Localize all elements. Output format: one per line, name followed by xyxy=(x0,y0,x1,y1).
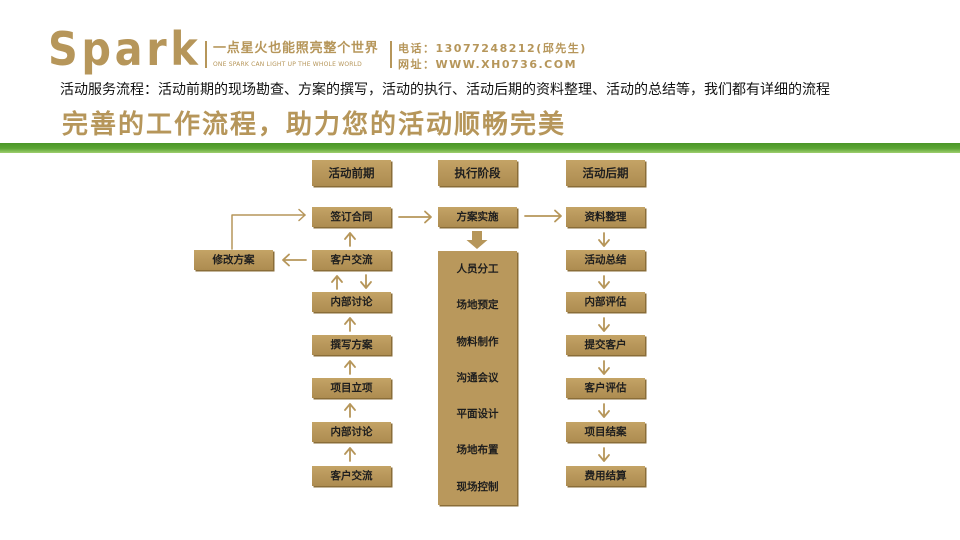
post-phase-header: 活动后期 xyxy=(566,160,645,186)
exec-task-venue-booking: 场地预定 xyxy=(456,299,499,312)
arrow-up-icon xyxy=(331,275,343,290)
page-title: 完善的工作流程，助力您的活动顺畅完美 xyxy=(62,110,567,140)
post-step-project-closure: 项目结案 xyxy=(566,422,645,442)
arrow-left-icon xyxy=(282,253,307,267)
arrow-up-icon xyxy=(344,232,356,247)
exec-task-communication-meeting: 沟通会议 xyxy=(456,371,499,384)
arrow-down-icon xyxy=(598,232,610,247)
execution-phase-header: 执行阶段 xyxy=(438,160,517,186)
block-arrow-down-icon xyxy=(466,231,488,249)
arrow-down-icon xyxy=(360,274,372,289)
arrow-down-icon xyxy=(598,317,610,332)
post-step-client-evaluation: 客户评估 xyxy=(566,378,645,398)
pre-step-client-communication-2: 客户交流 xyxy=(312,466,391,486)
exec-task-graphic-design: 平面设计 xyxy=(456,408,499,421)
arrow-right-icon xyxy=(298,208,306,222)
revise-proposal-box: 修改方案 xyxy=(194,250,273,270)
pre-step-write-proposal: 撰写方案 xyxy=(312,335,391,355)
arrow-down-icon xyxy=(598,360,610,375)
exec-task-list: 人员分工 场地预定 物料制作 沟通会议 平面设计 场地布置 现场控制 xyxy=(438,251,517,505)
pre-phase-header: 活动前期 xyxy=(312,160,391,186)
pre-step-sign-contract: 签订合同 xyxy=(312,207,391,227)
feedback-loop-arrow xyxy=(231,208,306,250)
green-divider-bar xyxy=(0,143,960,153)
intro-text: 活动服务流程：活动前期的现场勘查、方案的撰写，活动的执行、活动后期的资料整理、活… xyxy=(60,82,830,98)
exec-task-venue-setup: 场地布置 xyxy=(456,444,499,457)
exec-task-materials-production: 物料制作 xyxy=(456,335,499,348)
header-divider xyxy=(390,41,392,68)
pre-step-project-initiation: 项目立项 xyxy=(312,378,391,398)
pre-step-internal-discussion: 内部讨论 xyxy=(312,292,391,312)
arrow-right-icon xyxy=(524,209,562,223)
arrow-down-icon xyxy=(598,275,610,289)
arrow-up-icon xyxy=(344,360,356,375)
spark-logo: Spark xyxy=(48,22,202,76)
exec-task-staff-assignment: 人员分工 xyxy=(456,263,499,276)
exec-task-onsite-control: 现场控制 xyxy=(456,480,499,493)
arrow-right-icon xyxy=(398,210,432,224)
contact-phone: 电话：13077248212(邱先生) xyxy=(398,42,587,55)
post-step-cost-settlement: 费用结算 xyxy=(566,466,645,486)
arrow-up-icon xyxy=(344,447,356,462)
arrow-down-icon xyxy=(598,447,610,462)
slogan-cn: 一点星火也能照亮整个世界 xyxy=(213,41,379,56)
contact-website: 网址：WWW.XH0736.COM xyxy=(398,58,578,71)
slogan-en: ONE SPARK CAN LIGHT UP THE WHOLE WORLD xyxy=(213,61,362,68)
header-divider xyxy=(205,41,207,68)
exec-step-implement-plan: 方案实施 xyxy=(438,207,517,227)
arrow-up-icon xyxy=(344,403,356,418)
post-step-activity-summary: 活动总结 xyxy=(566,250,645,270)
post-step-submit-to-client: 提交客户 xyxy=(566,335,645,355)
post-step-internal-evaluation: 内部评估 xyxy=(566,292,645,312)
post-step-data-organizing: 资料整理 xyxy=(566,207,645,227)
pre-step-client-communication: 客户交流 xyxy=(312,250,391,270)
arrow-up-icon xyxy=(344,317,356,332)
pre-step-internal-discussion-2: 内部讨论 xyxy=(312,422,391,442)
arrow-down-icon xyxy=(598,403,610,418)
